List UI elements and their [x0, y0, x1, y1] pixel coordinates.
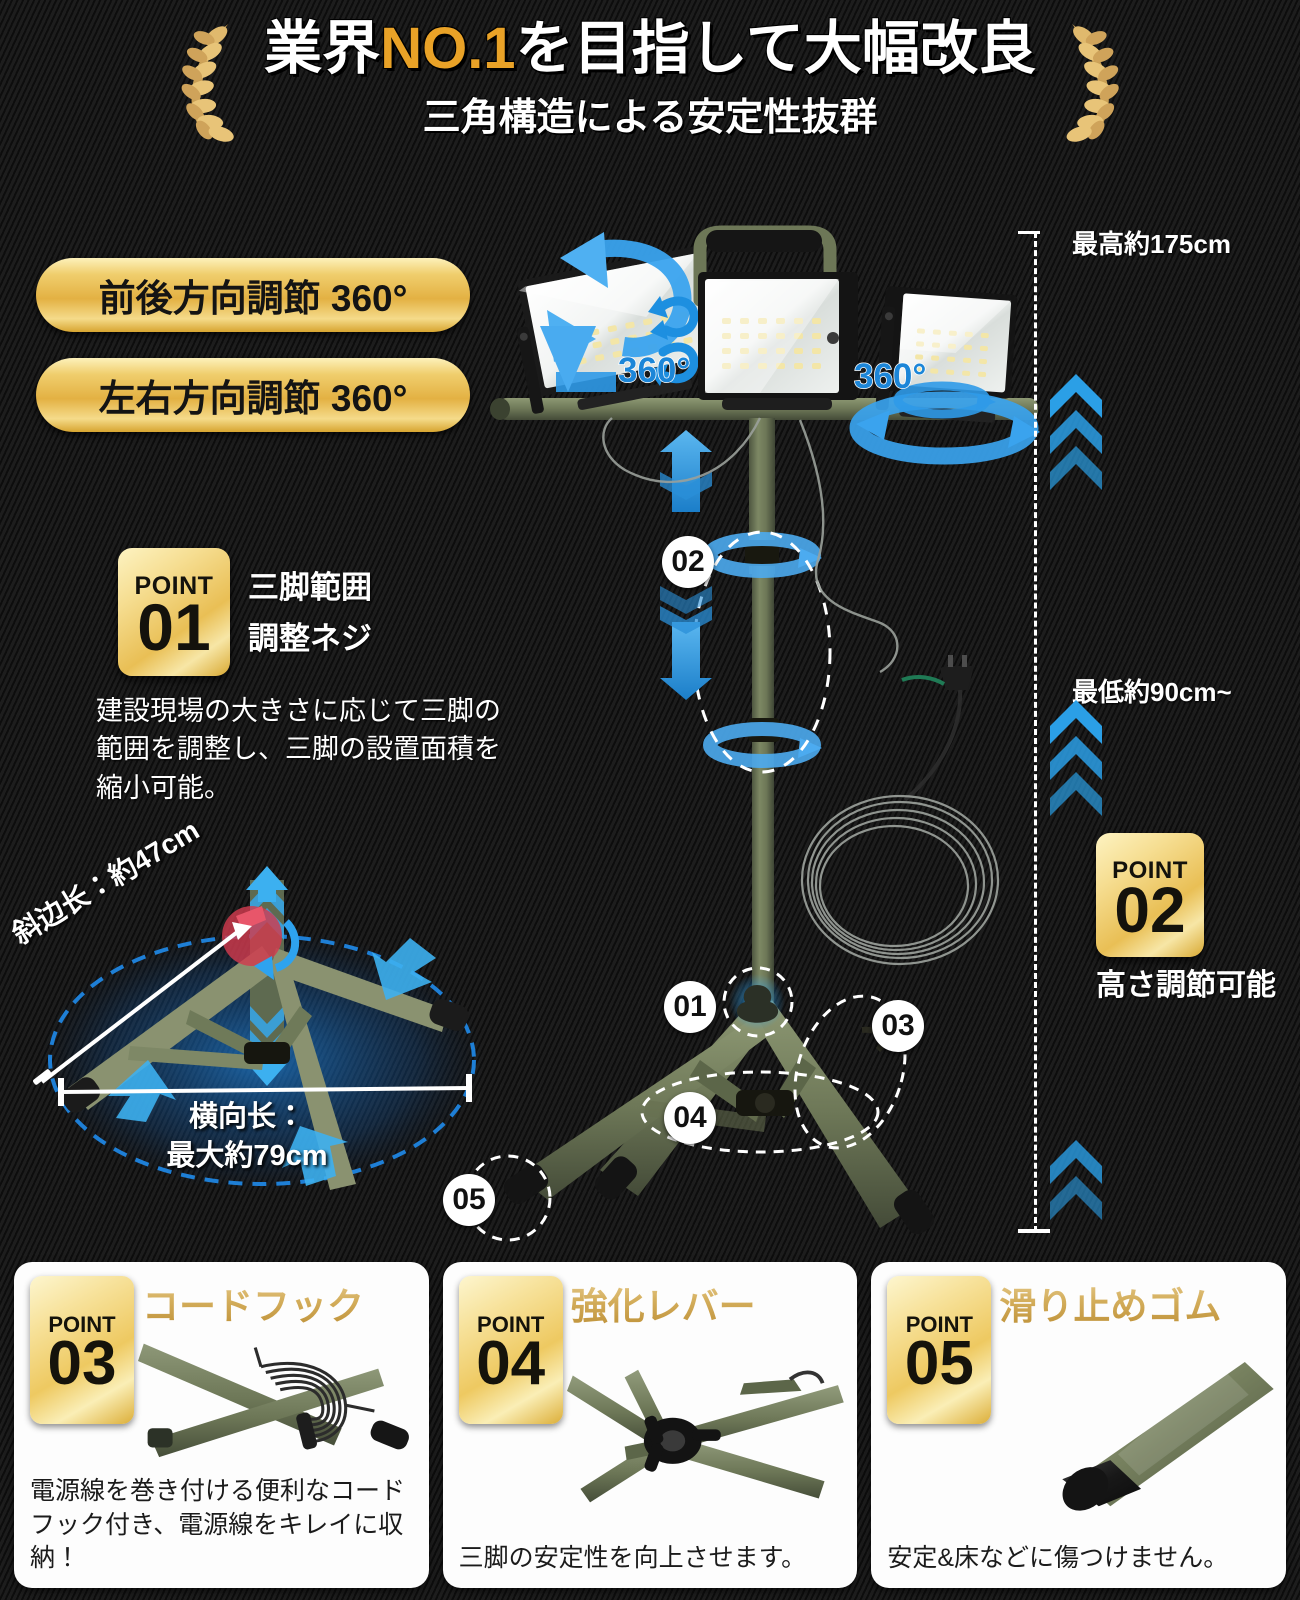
card-03-description: 電源線を巻き付ける便利なコードフック付き、電源線をキレイに収納！ — [30, 1476, 406, 1573]
power-plug-icon — [901, 655, 974, 802]
feature-pill-pan: 左右方向調節 360° — [36, 358, 470, 432]
diagonal-length-label: 斜边长：約47cm — [7, 814, 205, 950]
reinforced-lever-joint-icon — [566, 1326, 846, 1542]
point-01-title-line2: 調整ネジ — [248, 621, 372, 657]
point-01-section: POINT 01 三脚範囲 調整ネジ 建設現場の大きさに応じて三脚の範囲を調整し… — [96, 548, 518, 807]
rotation-label-right: 360° — [854, 357, 926, 396]
card-03-badge: POINT 03 — [30, 1276, 134, 1424]
pole-clamp-ring-upper — [703, 532, 822, 578]
page-title: 業界NO.1を目指して大幅改良 — [264, 16, 1036, 82]
callout-badge-02: 02 — [662, 536, 714, 588]
card-05-badge: POINT 05 — [887, 1276, 992, 1424]
tripod-legs — [503, 974, 935, 1235]
callout-outline-01 — [722, 966, 794, 1038]
callout-badge-03: 03 — [872, 1000, 924, 1052]
point-01-description: 建設現場の大きさに応じて三脚の範囲を調整し、三脚の設置面積を縮小可能。 — [96, 696, 501, 803]
telescoping-pole — [745, 418, 780, 1002]
height-dimension-line — [1034, 232, 1037, 1232]
card-03-badge-number: 03 — [47, 1329, 117, 1399]
feature-card-03: POINT 03 コードフック — [14, 1262, 429, 1588]
point-02-caption: 高さ調節可能 — [1096, 969, 1276, 1002]
lever-hub — [643, 1415, 721, 1472]
laurel-wreath-right-icon — [1066, 24, 1119, 142]
page-title-pre: 業界 — [264, 16, 381, 82]
card-03-heading: コードフック — [142, 1276, 413, 1330]
page-title-post: を目指して大幅改良 — [515, 16, 1036, 82]
point-02-badge: POINT 02 — [1096, 833, 1204, 957]
max-height-label: 最高約175cm — [1072, 229, 1231, 259]
feature-card-05: POINT 05 滑り止めゴム — [871, 1262, 1287, 1588]
height-dimension-tick-bottom — [1018, 1229, 1050, 1233]
laurel-wreath-left-icon — [181, 24, 234, 142]
card-04-badge: POINT 04 — [458, 1276, 563, 1424]
feature-pill-tilt: 前後方向調節 360° — [36, 258, 470, 332]
point-01-badge: POINT 01 — [118, 548, 230, 676]
pan-rotation-ring-right — [849, 391, 1040, 465]
card-03-badge-word: POINT — [48, 1312, 116, 1338]
height-chevrons-bottom — [1050, 1140, 1102, 1220]
rotation-label-left: 360° — [618, 351, 690, 390]
lateral-length-label: 横向长： 最大約79cm — [112, 1098, 382, 1176]
coiled-cable-on-leg-icon — [138, 1326, 417, 1475]
feature-cards: POINT 03 コードフック — [14, 1262, 1287, 1588]
point-01-title-line1: 三脚範囲 — [248, 570, 372, 605]
callout-badge-05: 05 — [443, 1174, 495, 1226]
callout-badge-01: 01 — [664, 981, 716, 1033]
power-cable — [602, 417, 899, 674]
card-05-description: 安定&床などに傷つけません。 — [887, 1544, 1229, 1573]
cable-coil — [800, 794, 1000, 966]
point-02-section: POINT 02 高さ調節可能 — [1096, 833, 1296, 1005]
lateral-length-line1: 横向长： — [188, 1101, 305, 1133]
min-height-label: 最低約90cm~ — [1072, 677, 1232, 707]
page-title-highlight: NO.1 — [380, 16, 516, 82]
tilt-arrow-icon — [648, 296, 699, 386]
pan-rotation-ring-small — [893, 381, 996, 419]
card-04-description: 三脚の安定性を向上させます。 — [458, 1544, 807, 1573]
point-01-title: 三脚範囲 調整ネジ — [248, 548, 372, 664]
rubber-foot-tip-icon — [995, 1326, 1275, 1542]
telescope-highlight-outline — [692, 530, 832, 774]
point-02-badge-number: 02 — [1114, 873, 1186, 946]
flip-rotation-arrow-left — [540, 232, 692, 392]
callout-badge-04: 04 — [664, 1092, 716, 1144]
card-04-heading: 強化レバー — [571, 1276, 842, 1330]
lateral-length-line2: 最大約79cm — [166, 1140, 328, 1173]
header-banner: 業界NO.1を目指して大幅改良 三角構造による安定性抜群 — [0, 0, 1300, 172]
card-04-badge-word: POINT — [477, 1312, 545, 1338]
point-01-badge-number: 01 — [137, 590, 211, 665]
card-05-badge-word: POINT — [905, 1312, 973, 1338]
pole-clamp-ring-lower — [703, 722, 822, 768]
page-subtitle: 三角構造による安定性抜群 — [422, 96, 878, 139]
height-chevrons-lower — [1050, 700, 1102, 816]
card-05-badge-number: 05 — [904, 1329, 974, 1399]
card-05-heading: 滑り止めゴム — [999, 1276, 1270, 1330]
card-04-badge-number: 04 — [476, 1329, 546, 1399]
point-01-badge-word: POINT — [134, 572, 214, 601]
point-02-badge-word: POINT — [1112, 856, 1188, 884]
feature-card-04: POINT 04 強化レバー — [442, 1262, 858, 1588]
height-chevrons-upper — [1050, 374, 1102, 490]
height-dimension-tick-top — [1018, 231, 1040, 234]
